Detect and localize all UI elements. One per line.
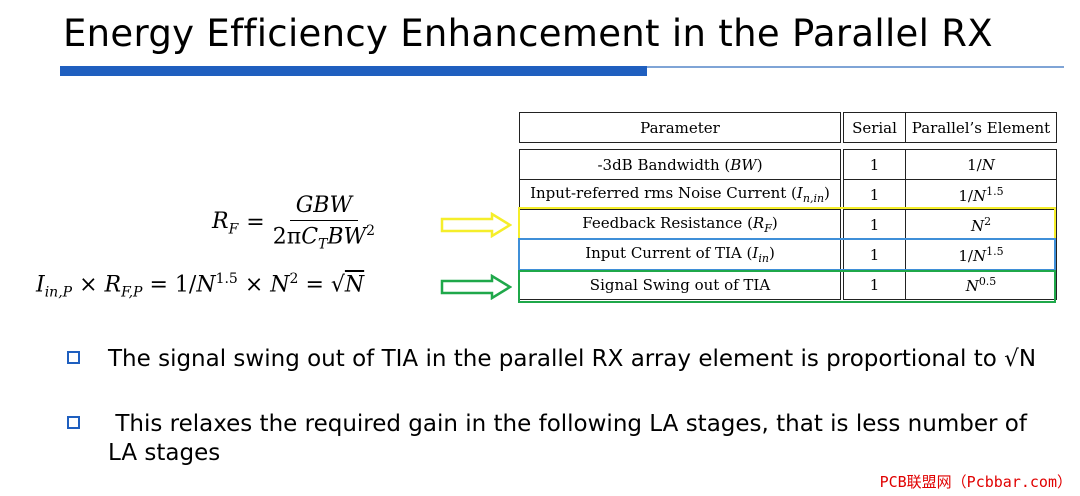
cell-parameter: -3dB Bandwidth (BW) bbox=[519, 149, 844, 180]
yellow-arrow-icon bbox=[440, 212, 512, 238]
table-row: -3dB Bandwidth (BW) 1 1/N bbox=[519, 149, 1057, 180]
table-row: Input Current of TIA (Iin) 1 1/N1.5 bbox=[519, 239, 1057, 270]
cell-parameter: Signal Swing out of TIA bbox=[519, 269, 844, 300]
cell-serial: 1 bbox=[841, 269, 906, 300]
cell-parallel: N0.5 bbox=[905, 269, 1057, 300]
header-parameter: Parameter bbox=[519, 112, 844, 143]
bullet-text: The signal swing out of TIA in the paral… bbox=[108, 346, 1037, 372]
cell-parallel: N2 bbox=[905, 209, 1057, 240]
signal-swing-equation: Iin,P × RF,P = 1/N1.5 × N2 = √N bbox=[36, 271, 365, 301]
slide-title: Energy Efficiency Enhancement in the Par… bbox=[63, 12, 993, 55]
cell-serial: 1 bbox=[841, 179, 906, 210]
bullet-square-icon bbox=[67, 416, 80, 429]
title-underline-bar bbox=[60, 66, 647, 76]
title-underline-thin bbox=[647, 66, 1064, 68]
cell-parameter: Input Current of TIA (Iin) bbox=[519, 239, 844, 270]
cell-parallel: 1/N1.5 bbox=[905, 179, 1057, 210]
cell-parameter: Input-referred rms Noise Current (In,in) bbox=[519, 179, 844, 210]
bullet-text: This relaxes the required gain in the fo… bbox=[108, 411, 1035, 466]
parameter-table: Parameter Serial Parallel’s Element -3dB… bbox=[519, 112, 1057, 300]
cell-parameter: Feedback Resistance (RF) bbox=[519, 209, 844, 240]
cell-parallel: 1/N bbox=[905, 149, 1057, 180]
table-row: Input-referred rms Noise Current (In,in)… bbox=[519, 179, 1057, 210]
table-row: Signal Swing out of TIA 1 N0.5 bbox=[519, 269, 1057, 300]
cell-serial: 1 bbox=[841, 149, 906, 180]
cell-parallel: 1/N1.5 bbox=[905, 239, 1057, 270]
header-serial: Serial bbox=[841, 112, 906, 143]
cell-serial: 1 bbox=[841, 209, 906, 240]
cell-serial: 1 bbox=[841, 239, 906, 270]
watermark: PCB联盟网（Pcbbar.com） bbox=[879, 473, 1072, 491]
header-parallel: Parallel’s Element bbox=[905, 112, 1057, 143]
green-arrow-icon bbox=[440, 274, 512, 300]
bullet-square-icon bbox=[67, 351, 80, 364]
table-header-row: Parameter Serial Parallel’s Element bbox=[519, 112, 1057, 143]
table-row: Feedback Resistance (RF) 1 N2 bbox=[519, 209, 1057, 240]
